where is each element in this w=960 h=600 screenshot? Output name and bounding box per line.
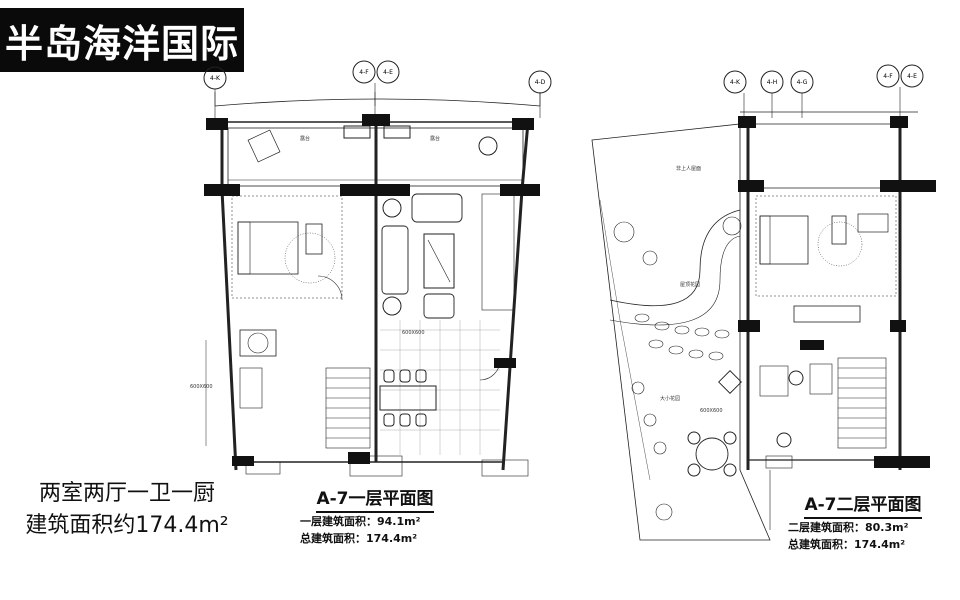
- plan2-total-area: 总建筑面积：174.4m²: [788, 538, 906, 551]
- plan2-caption: A-7二层平面图 二层建筑面积：80.3m² 总建筑面积：174.4m²: [788, 490, 938, 553]
- plan1-total-area: 总建筑面积：174.4m²: [300, 532, 418, 545]
- plan1-tile-side-label: 600X600: [190, 384, 213, 390]
- plan1-terrace-label: 露台: [300, 135, 310, 142]
- layout-line-1: 两室两厅一卫一厨: [38, 481, 215, 506]
- layout-description: 两室两厅一卫一厨 建筑面积约174.4m²: [22, 478, 232, 542]
- plan1-area: 一层建筑面积：94.1m²: [300, 515, 421, 528]
- plan2-axis-label: 4-E: [907, 73, 917, 80]
- plan1-terrace-label-2: 露台: [430, 135, 440, 142]
- plan2-title: A-7二层平面图: [804, 490, 922, 519]
- plan1-floor-tile-label: 600X600: [402, 330, 425, 336]
- plan2-roof-label: 非上人屋面: [676, 165, 701, 172]
- plan2-axis-label: 4-H: [767, 79, 778, 86]
- plan1-axis-label: 4-E: [383, 69, 393, 76]
- plan2-drawing: [591, 64, 930, 541]
- plan1-title: A-7一层平面图: [316, 484, 434, 513]
- plan2-axis-label: 4-K: [730, 79, 741, 86]
- plan2-axis-label: 4-F: [883, 73, 893, 80]
- layout-line-2: 建筑面积约174.4m²: [25, 513, 229, 538]
- plan1-axis-label: 4-F: [359, 69, 369, 76]
- plan2-tile-label: 600X600: [700, 408, 723, 414]
- plan2-axis-label: 4-G: [797, 79, 808, 86]
- plan2-garden-label: 屋顶花园: [680, 281, 700, 288]
- plan1-axis-label: 4-K: [210, 75, 221, 82]
- plan2-big-garden-label: 大小花园: [660, 395, 680, 402]
- plan1-axis-label: 4-D: [535, 79, 546, 86]
- plan2-area: 二层建筑面积：80.3m²: [788, 521, 909, 534]
- project-title: 半岛海洋国际: [0, 8, 244, 72]
- plan1-caption: A-7一层平面图 一层建筑面积：94.1m² 总建筑面积：174.4m²: [300, 484, 450, 547]
